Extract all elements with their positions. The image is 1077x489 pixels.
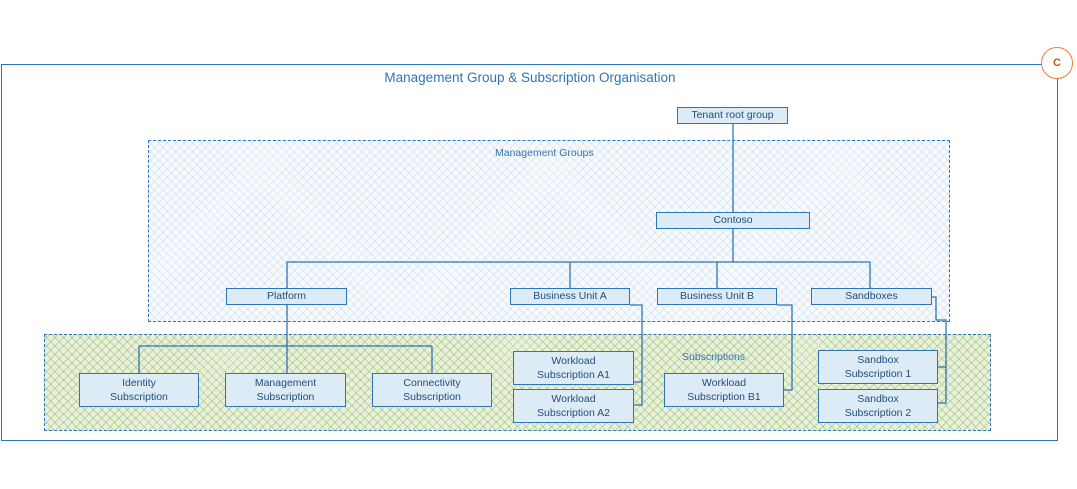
connector-bua-a1 xyxy=(630,304,643,383)
connector-bub-b1 xyxy=(777,304,793,391)
node-tenant-root-group[interactable]: Tenant root group xyxy=(677,107,788,124)
node-workload-subscription-b1[interactable]: Workload Subscription B1 xyxy=(664,373,784,407)
connector-bua-a2 xyxy=(634,382,643,406)
node-platform[interactable]: Platform xyxy=(226,288,347,305)
node-management-subscription[interactable]: Management Subscription xyxy=(225,373,346,407)
node-connectivity-subscription[interactable]: Connectivity Subscription xyxy=(372,373,492,407)
connector-sandboxes-sandbox1 xyxy=(932,296,947,368)
node-business-unit-b[interactable]: Business Unit B xyxy=(657,288,777,305)
node-sandbox-subscription-2[interactable]: Sandbox Subscription 2 xyxy=(818,389,938,423)
node-contoso[interactable]: Contoso xyxy=(656,212,810,229)
node-workload-subscription-a1[interactable]: Workload Subscription A1 xyxy=(513,351,634,385)
node-business-unit-a[interactable]: Business Unit A xyxy=(510,288,630,305)
management-groups-label: Management Groups xyxy=(495,147,594,159)
node-identity-subscription[interactable]: Identity Subscription xyxy=(79,373,199,407)
diagram-badge: C xyxy=(1041,47,1073,79)
subscriptions-label: Subscriptions xyxy=(682,351,746,363)
diagram-frame xyxy=(1,64,1058,441)
connector-sandboxes-sandbox2 xyxy=(938,367,947,404)
diagram-title: Management Group & Subscription Organisa… xyxy=(384,70,676,85)
node-sandbox-subscription-1[interactable]: Sandbox Subscription 1 xyxy=(818,350,938,384)
node-sandboxes[interactable]: Sandboxes xyxy=(811,288,932,305)
node-workload-subscription-a2[interactable]: Workload Subscription A2 xyxy=(513,389,634,423)
